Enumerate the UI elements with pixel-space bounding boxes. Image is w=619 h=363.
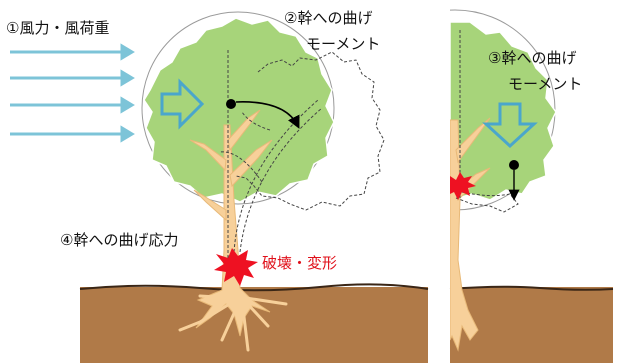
branch-left-3 bbox=[227, 109, 261, 152]
branch-left-1 bbox=[189, 139, 227, 172]
downward-arrow-icon bbox=[482, 102, 538, 149]
branch-left-2 bbox=[229, 139, 273, 188]
moment-arrow-icon bbox=[235, 101, 300, 129]
wind-arrows bbox=[10, 43, 135, 143]
label-wind-force: ①風力・風荷重 bbox=[6, 19, 110, 37]
label-moment-right-2: モーメント bbox=[508, 75, 583, 93]
canopy-right bbox=[450, 21, 557, 201]
canopy-left bbox=[143, 17, 335, 203]
bent-trunk-line-1 bbox=[239, 107, 323, 253]
wind-arrow-icon bbox=[160, 78, 205, 130]
label-damage: 破壊・変形 bbox=[262, 254, 338, 272]
bent-canopy-outline bbox=[235, 51, 385, 211]
pivot-point-left bbox=[226, 99, 236, 109]
branch-left-4 bbox=[193, 189, 227, 222]
bent-canopy-outline-right bbox=[455, 191, 519, 213]
explosion-burst-icon bbox=[214, 248, 258, 286]
ground-line-right bbox=[449, 285, 614, 291]
label-moment-left-1: ②幹への曲げ bbox=[284, 9, 373, 27]
soil-right bbox=[450, 287, 613, 363]
label-bending-stress: ④幹への曲げ応力 bbox=[60, 231, 179, 249]
canopy-outline-left bbox=[141, 11, 335, 205]
ground-line-left bbox=[79, 283, 429, 292]
load-point-right bbox=[509, 160, 519, 170]
roots-left bbox=[178, 294, 288, 352]
trunk-right bbox=[450, 119, 479, 352]
explosion-burst-right-icon bbox=[450, 172, 476, 200]
bent-branch-lines bbox=[219, 111, 271, 183]
label-moment-right-1: ③幹への曲げ bbox=[488, 49, 577, 67]
label-moment-left-2: モーメント bbox=[306, 35, 381, 53]
